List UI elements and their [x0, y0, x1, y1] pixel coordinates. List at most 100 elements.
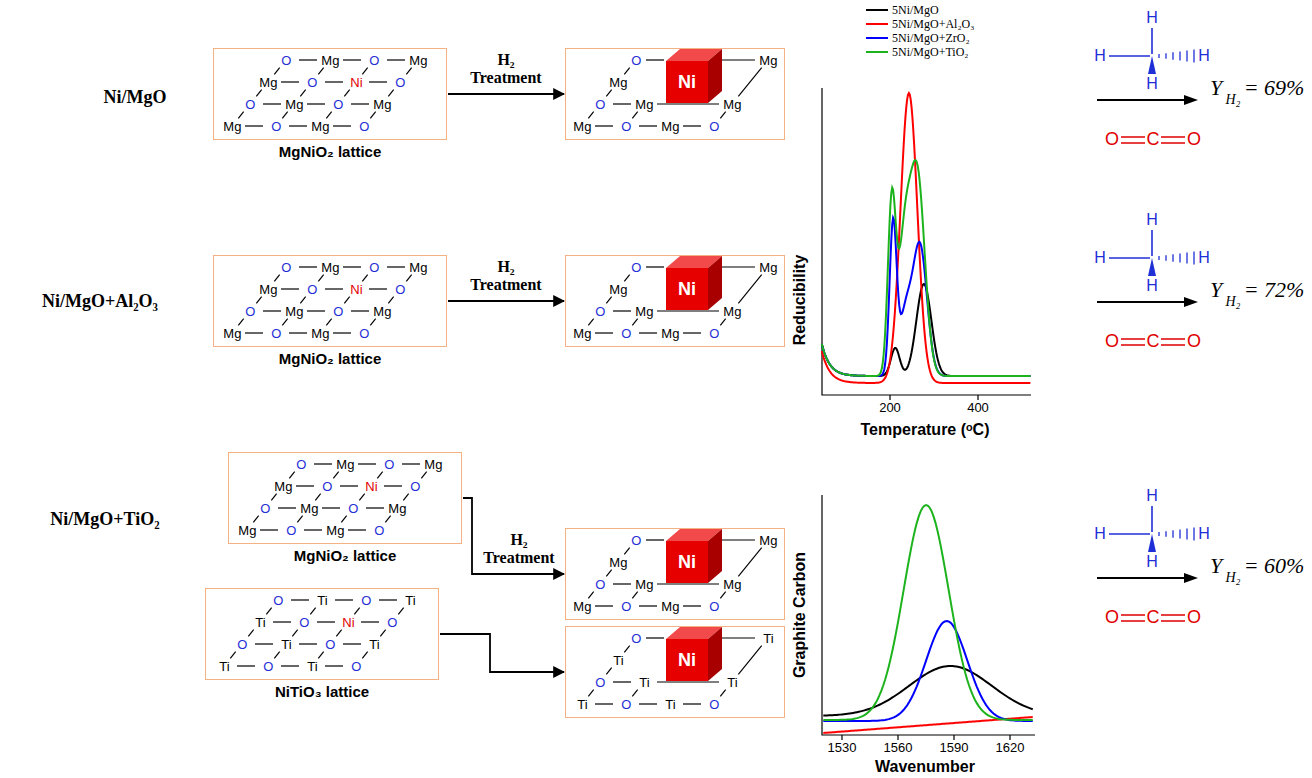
atom-label: O: [374, 524, 384, 537]
atom-label: O: [307, 76, 317, 89]
atom-label: H: [1146, 487, 1158, 505]
tpr-curves: [822, 93, 1031, 383]
atom-label: Mg: [573, 600, 591, 613]
yield-subscript: H₂: [1226, 570, 1241, 585]
tick-label: 1530: [828, 741, 857, 755]
legend-row: 5Ni/MgO: [866, 3, 974, 17]
atom-label: Ni: [666, 61, 708, 103]
atom-label: Mg: [573, 120, 591, 133]
atom-label: O: [281, 54, 291, 67]
atom-label: O: [631, 261, 641, 274]
reduced-lattice-box: OMgMgOMgMgMgOMgONi: [565, 528, 785, 620]
treatment-arrow: [440, 634, 564, 672]
lattice-box: OMgOMgMgONiOOMgOMgMgOMgOMgNiO₂ lattice: [213, 255, 447, 347]
atom-label: H: [1198, 249, 1210, 267]
legend-row: 5Ni/MgO+TiO₂: [866, 45, 974, 59]
atom-label: Mg: [238, 524, 256, 537]
atom-label: O: [333, 305, 343, 318]
atom-label: Mg: [573, 327, 591, 340]
atom-label: O: [1105, 130, 1119, 150]
atom-label: H: [1146, 277, 1158, 295]
atom-label: O: [263, 660, 273, 673]
atom-label: Mg: [723, 98, 741, 111]
atom-label: Mg: [661, 600, 679, 613]
legend-swatch: [866, 19, 888, 29]
tick-label: 1620: [996, 741, 1025, 755]
legend-text: 5Ni/MgO+TiO₂: [892, 45, 969, 60]
atom-label: Mg: [661, 120, 679, 133]
atom-label: Ni: [342, 616, 354, 629]
yield-subscript: H₂: [1226, 294, 1241, 309]
yield-value: = 60%: [1244, 554, 1305, 578]
atom-label: Mg: [635, 305, 653, 318]
atom-label: O: [621, 600, 631, 613]
lattice-caption: MgNiO₂ lattice: [279, 350, 382, 367]
legend: 5Ni/MgO5Ni/MgO+Al₂O₃5Ni/MgO+ZrO₂5Ni/MgO+…: [866, 3, 974, 59]
reaction-sketch: [1097, 506, 1198, 621]
legend-swatch: [866, 47, 888, 57]
lattice-box: OTiOTiTiONiOOTiOTiTiOTiONiTiO₃ lattice: [205, 588, 439, 680]
ni-cube: Ni: [666, 49, 722, 103]
atom-label: O: [245, 305, 255, 318]
atom-label: Mg: [409, 54, 427, 67]
atom-label: O: [1187, 130, 1201, 150]
lattice-box: OMgOMgMgONiOOMgOMgMgOMgOMgNiO₂ lattice: [228, 452, 462, 544]
atom-label: H: [1094, 249, 1106, 267]
atom-label: O: [325, 638, 335, 651]
atom-label: O: [286, 524, 296, 537]
reduced-lattice-box: OTiTiOTiTiTiOTiONi: [565, 626, 785, 718]
atom-label: O: [595, 305, 605, 318]
atom-label: H: [1094, 525, 1106, 543]
atom-label: O: [359, 120, 369, 133]
tpr-curve: [822, 218, 1031, 376]
atom-label: Mg: [259, 283, 277, 296]
atom-label: O: [709, 327, 719, 340]
atom-label: Mg: [609, 556, 627, 569]
atom-label: O: [369, 261, 379, 274]
atom-label: Mg: [388, 502, 406, 515]
atom-label: C: [1147, 130, 1160, 150]
atom-label: O: [271, 120, 281, 133]
atom-label: Mg: [661, 327, 679, 340]
atom-label: Mg: [321, 261, 339, 274]
lattice-box: OMgOMgMgONiOOMgOMgMgOMgOMgNiO₂ lattice: [213, 48, 447, 140]
atom-label: H: [1146, 75, 1158, 93]
atom-label: Mg: [759, 261, 777, 274]
atom-label: Mg: [300, 502, 318, 515]
atom-label: Ti: [281, 638, 291, 651]
atom-label: Mg: [274, 480, 292, 493]
row-label: Ni/MgO: [104, 88, 167, 108]
atom-label: O: [296, 458, 306, 471]
atom-label: O: [1187, 608, 1201, 628]
atom-label: Mg: [609, 283, 627, 296]
edge-label: H₂ Treatment: [475, 531, 563, 568]
axis-title: Temperature (ᵒC): [861, 421, 990, 439]
atom-label: Mg: [759, 534, 777, 547]
atom-label: O: [307, 283, 317, 296]
ni-cube: Ni: [666, 627, 722, 681]
atom-label: O: [333, 98, 343, 111]
atom-label: C: [1147, 608, 1160, 628]
atom-label: Mg: [285, 98, 303, 111]
atom-label: C: [1147, 332, 1160, 352]
lattice-caption: NiTiO₃ lattice: [275, 683, 369, 700]
legend-text: 5Ni/MgO+ZrO₂: [892, 31, 970, 46]
row-label: Ni/MgO+TiO₂: [50, 510, 159, 530]
yield-label: Y: [1210, 554, 1222, 578]
atom-label: O: [595, 578, 605, 591]
tpr-curve: [822, 160, 1031, 376]
atom-label: Mg: [311, 120, 329, 133]
atom-label: Mg: [609, 76, 627, 89]
tick-label: 1560: [884, 741, 913, 755]
yield-label: Y: [1210, 278, 1222, 302]
atom-label: H: [1094, 47, 1106, 65]
legend-text: 5Ni/MgO+Al₂O₃: [892, 17, 974, 32]
atom-label: O: [631, 632, 641, 645]
atom-label: Mg: [373, 305, 391, 318]
atom-label: H: [1198, 525, 1210, 543]
yield-subscript: H₂: [1226, 92, 1241, 107]
atom-label: Ti: [727, 676, 737, 689]
raman-curve: [823, 505, 1032, 720]
atom-label: Mg: [373, 98, 391, 111]
